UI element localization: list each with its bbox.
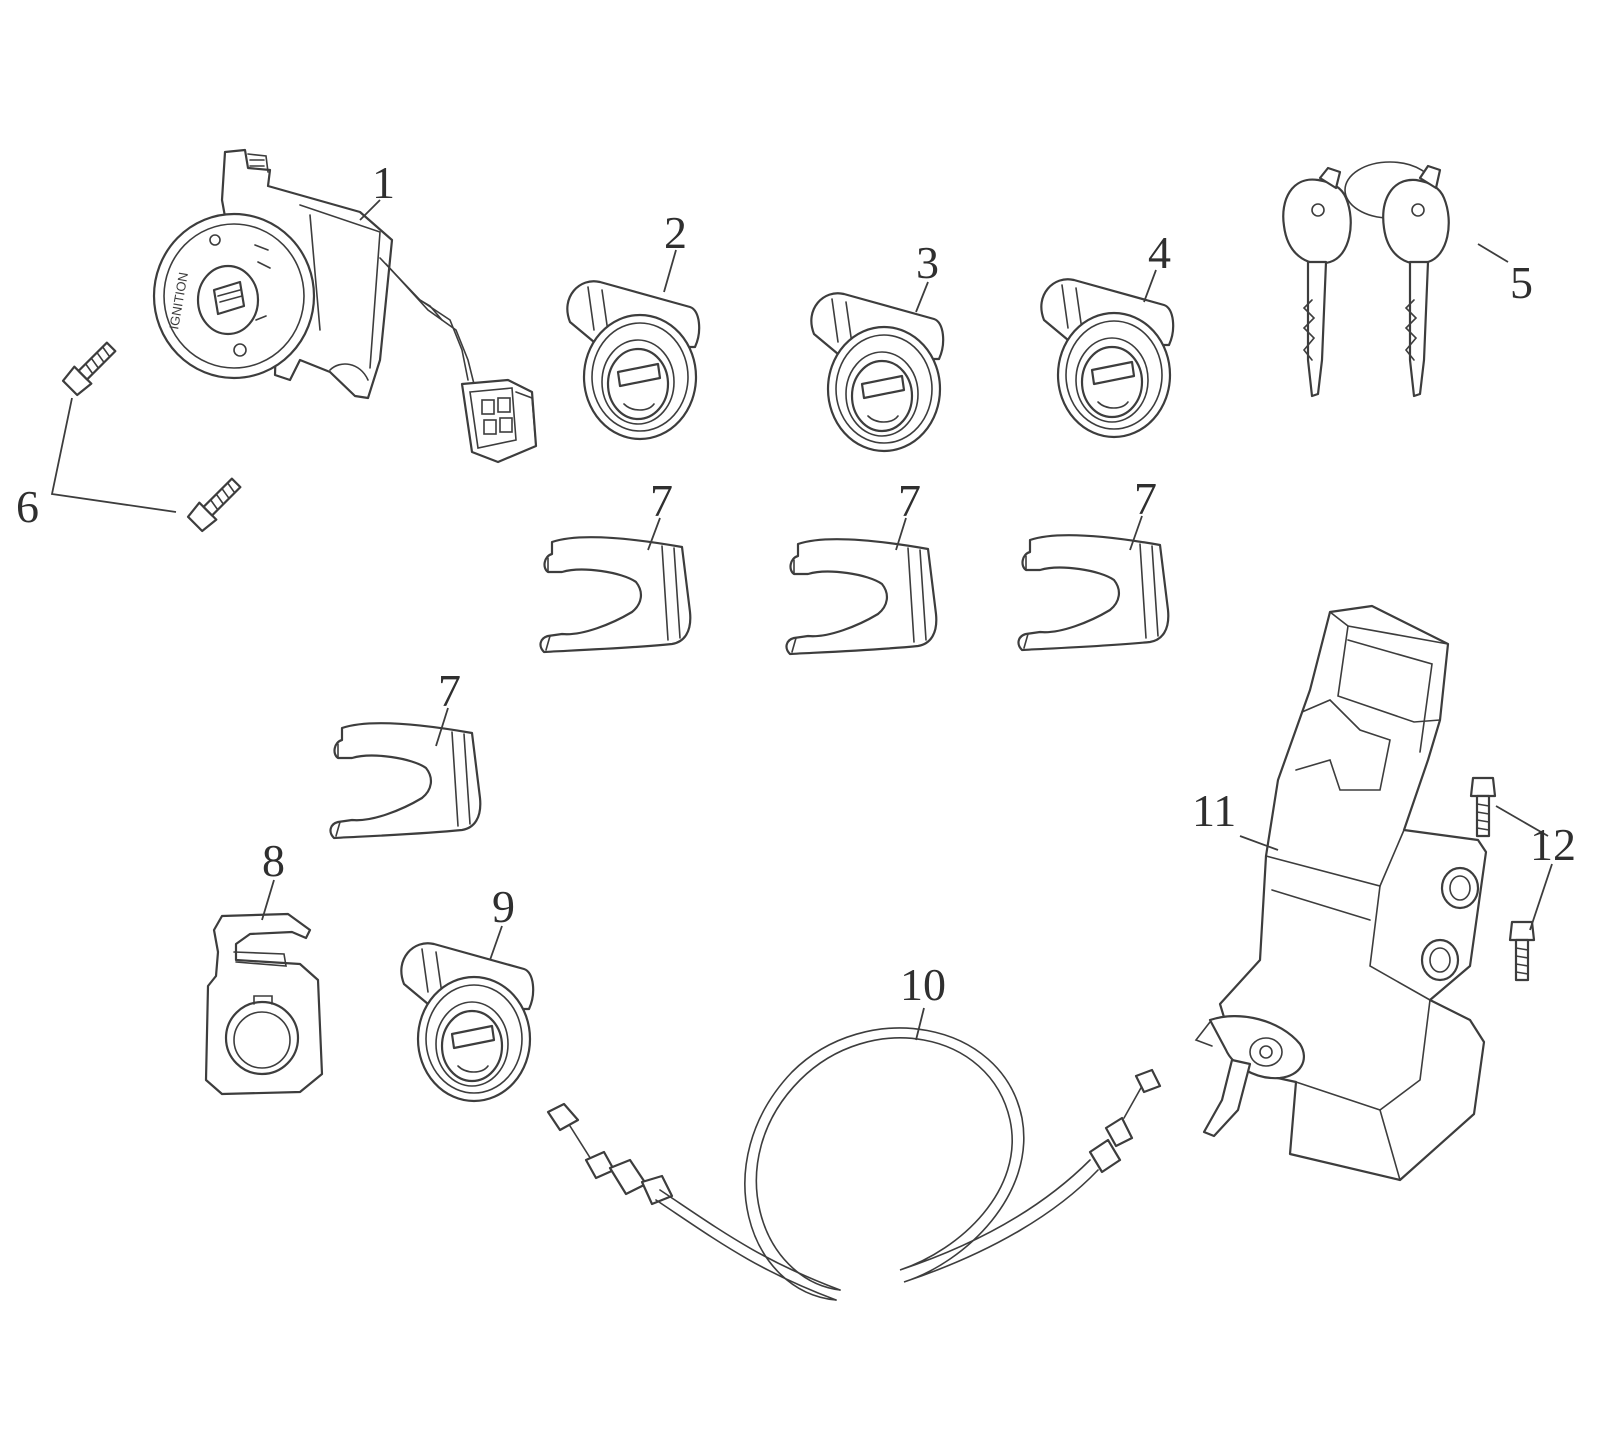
callout-5: 5 xyxy=(1510,257,1533,308)
release-cable-10 xyxy=(546,1027,1162,1301)
callout-9: 9 xyxy=(492,881,515,932)
callout-8: 8 xyxy=(262,835,285,886)
bolt-6-lower xyxy=(185,473,246,534)
callout-12: 12 xyxy=(1530,819,1576,870)
lock-bracket-8 xyxy=(204,912,324,1096)
callout-7c: 7 xyxy=(1134,473,1157,524)
leader-lines xyxy=(50,199,1553,1041)
callout-7b: 7 xyxy=(898,475,921,526)
bolt-12-upper xyxy=(1469,776,1497,838)
callout-2: 2 xyxy=(664,207,687,258)
callout-6: 6 xyxy=(16,481,39,532)
retaining-clip-7c xyxy=(1017,534,1170,652)
callout-10: 10 xyxy=(900,959,946,1010)
callout-labels: 1 2 3 4 5 6 7 7 7 7 8 9 10 11 12 xyxy=(16,157,1576,1010)
lock-housing-11 xyxy=(1194,604,1488,1182)
lock-cylinder-9 xyxy=(400,942,535,1103)
ignition-switch-assembly: IGNITION xyxy=(152,148,538,464)
lock-cylinder-4 xyxy=(1040,278,1175,439)
retaining-clip-7b xyxy=(785,538,938,656)
retaining-clip-7a xyxy=(539,536,692,654)
callout-7d: 7 xyxy=(438,665,461,716)
callout-7a: 7 xyxy=(650,475,673,526)
retaining-clip-7d xyxy=(329,722,482,840)
callout-4: 4 xyxy=(1148,227,1171,278)
key-set xyxy=(1282,161,1450,398)
bolt-6-upper xyxy=(60,337,121,398)
bolt-12-lower xyxy=(1508,920,1536,982)
lock-cylinder-2 xyxy=(566,280,701,441)
callout-1: 1 xyxy=(372,157,395,208)
lock-cylinder-3 xyxy=(810,292,945,453)
callout-11: 11 xyxy=(1192,785,1236,836)
callout-3: 3 xyxy=(916,237,939,288)
